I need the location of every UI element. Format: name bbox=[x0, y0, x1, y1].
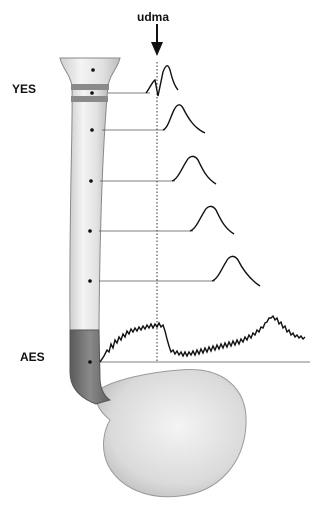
sensor-dot bbox=[91, 68, 95, 72]
sensor-dot bbox=[90, 128, 94, 132]
pharynx-funnel bbox=[60, 58, 120, 86]
sensor-dot bbox=[89, 179, 93, 183]
sensor-dot bbox=[88, 360, 92, 364]
pressure-trace-wave bbox=[190, 206, 234, 234]
upper-sphincter-band bbox=[71, 96, 108, 102]
upper-sphincter-band bbox=[71, 84, 109, 90]
pressure-trace-wave bbox=[212, 256, 260, 286]
esophagus-body bbox=[70, 86, 108, 330]
sensor-dot bbox=[88, 229, 92, 233]
pressure-trace-ues bbox=[146, 66, 178, 96]
upper-sphincter-label: YES bbox=[12, 82, 36, 96]
swallow-label: udma bbox=[137, 10, 169, 24]
sensor-dot bbox=[90, 91, 94, 95]
pressure-traces bbox=[100, 66, 305, 362]
pressure-trace-les bbox=[100, 316, 305, 362]
pressure-trace-wave bbox=[163, 105, 205, 133]
sensor-dot bbox=[88, 279, 92, 283]
stomach bbox=[96, 370, 247, 497]
pressure-trace-wave bbox=[172, 156, 216, 184]
swallow-arrow-icon bbox=[151, 24, 163, 56]
lower-sphincter-label: AES bbox=[20, 350, 45, 364]
